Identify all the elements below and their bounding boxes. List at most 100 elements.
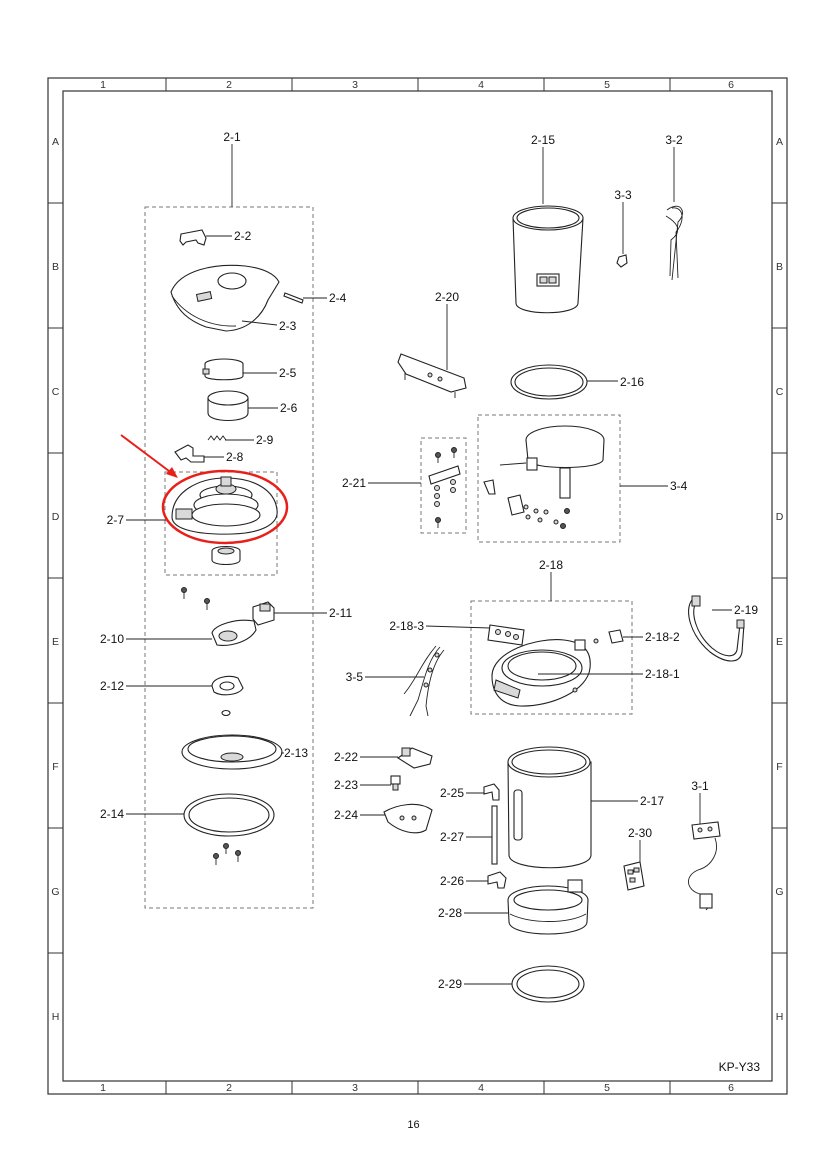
label-2-25: 2-25 <box>440 786 464 800</box>
grid-row-h-right: H <box>776 1011 784 1023</box>
grid-row-d-right: D <box>776 511 784 523</box>
label-3-5: 3-5 <box>346 670 364 684</box>
label-2-10: 2-10 <box>100 632 124 646</box>
part-2-24-cover <box>383 803 433 834</box>
part-2-2-clip <box>179 229 207 246</box>
part-small-washer <box>221 709 231 717</box>
part-2-15-outer-case <box>512 205 584 314</box>
part-3-2-wire-harness <box>665 205 683 281</box>
model-number: KP-Y33 <box>719 1060 761 1074</box>
label-2-21: 2-21 <box>342 476 366 490</box>
label-2-27: 2-27 <box>440 830 464 844</box>
label-3-4: 3-4 <box>670 479 688 493</box>
label-2-8: 2-8 <box>226 450 244 464</box>
part-2-23-button <box>390 775 401 791</box>
grid-row-e-left: E <box>52 636 59 648</box>
highlight-ellipse <box>161 469 289 545</box>
grid-col-5-top: 5 <box>604 79 610 91</box>
label-2-5: 2-5 <box>279 366 297 380</box>
label-2-29: 2-29 <box>438 977 462 991</box>
label-2-7: 2-7 <box>107 513 125 527</box>
part-2-29-bottom-ring <box>511 965 585 1003</box>
outer-frame <box>47 77 788 1095</box>
grid-row-e-right: E <box>776 636 783 648</box>
part-3-3-fuse <box>616 254 628 268</box>
highlight-annotation <box>120 434 289 545</box>
grid-row-a-left: A <box>52 136 59 148</box>
part-2-30-terminal <box>623 861 645 891</box>
label-2-19: 2-19 <box>734 603 758 617</box>
page-number: 16 <box>407 1119 420 1131</box>
grid-col-3-bottom: 3 <box>352 1082 358 1094</box>
label-2-17: 2-17 <box>640 794 664 808</box>
grid-col-1-bottom: 1 <box>100 1082 106 1094</box>
part-2-27-tube <box>491 805 498 865</box>
part-2-4-pin <box>283 292 304 304</box>
label-2-28: 2-28 <box>438 906 462 920</box>
grid-row-c-right: C <box>776 386 784 398</box>
label-2-26: 2-26 <box>440 874 464 888</box>
grid-row-f-left: F <box>52 761 58 773</box>
part-2-7-valve-assembly <box>171 476 278 566</box>
label-2-12: 2-12 <box>100 679 124 693</box>
grid-col-5-bottom: 5 <box>604 1082 610 1094</box>
label-2-24: 2-24 <box>334 808 358 822</box>
group-2-21-box <box>420 437 467 534</box>
group-3-4-box <box>477 414 621 543</box>
label-2-2: 2-2 <box>234 229 252 243</box>
group-2-1-box <box>144 206 314 909</box>
part-2-25-elbow <box>483 783 500 801</box>
highlight-arrow <box>120 434 174 475</box>
label-2-11: 2-11 <box>329 606 352 620</box>
label-2-15: 2-15 <box>531 133 555 147</box>
part-2-3-top-cover <box>170 264 280 332</box>
grid-row-f-right: F <box>776 761 782 773</box>
label-2-6: 2-6 <box>280 401 298 415</box>
label-3-3: 3-3 <box>614 188 632 202</box>
grid-col-4-bottom: 4 <box>478 1082 484 1094</box>
grid-col-2-top: 2 <box>226 79 232 91</box>
inner-frame <box>62 90 773 1082</box>
label-2-9: 2-9 <box>256 433 274 447</box>
part-3-4-heater-band <box>483 425 605 529</box>
label-2-30: 2-30 <box>628 826 652 840</box>
grid-row-c-left: C <box>52 386 60 398</box>
grid-col-3-top: 3 <box>352 79 358 91</box>
part-2-22-switch <box>397 747 433 769</box>
grid-ticks <box>48 78 787 1094</box>
grid-row-b-right: B <box>776 261 783 273</box>
part-3-5-wire <box>403 645 445 717</box>
label-2-18-1: 2-18-1 <box>645 667 680 681</box>
label-2-1: 2-1 <box>223 130 241 144</box>
grid-row-h-left: H <box>52 1011 60 1023</box>
label-2-3: 2-3 <box>279 319 297 333</box>
label-2-23: 2-23 <box>334 778 358 792</box>
part-2-18-2-clip <box>593 629 624 644</box>
part-2-8-bracket <box>174 444 205 463</box>
label-2-16: 2-16 <box>620 375 644 389</box>
part-2-10-base-plate <box>211 619 257 646</box>
label-2-22: 2-22 <box>334 750 358 764</box>
grid-row-b-left: B <box>52 261 59 273</box>
grid-row-g-right: G <box>775 886 783 898</box>
label-2-18-3: 2-18-3 <box>389 619 424 633</box>
part-2-13-inner-plate <box>181 734 283 770</box>
label-2-18-2: 2-18-2 <box>645 630 680 644</box>
label-2-13: 2-13 <box>284 746 308 760</box>
grid-col-6-top: 6 <box>728 79 734 91</box>
part-screws-upper <box>181 587 210 610</box>
grid-col-1-top: 1 <box>100 79 106 91</box>
grid-row-g-left: G <box>51 886 59 898</box>
part-2-16-ring <box>510 364 588 400</box>
label-2-20: 2-20 <box>435 290 459 304</box>
label-3-2: 3-2 <box>665 133 683 147</box>
part-screws-lower <box>213 843 241 865</box>
label-2-14: 2-14 <box>100 807 124 821</box>
part-2-9-spring <box>207 435 227 441</box>
part-2-12-gasket <box>211 675 244 696</box>
part-2-5-ring <box>202 358 244 381</box>
part-2-18-1-handle-base <box>491 639 591 707</box>
label-2-4: 2-4 <box>329 291 347 305</box>
group-2-18-box <box>470 600 633 715</box>
